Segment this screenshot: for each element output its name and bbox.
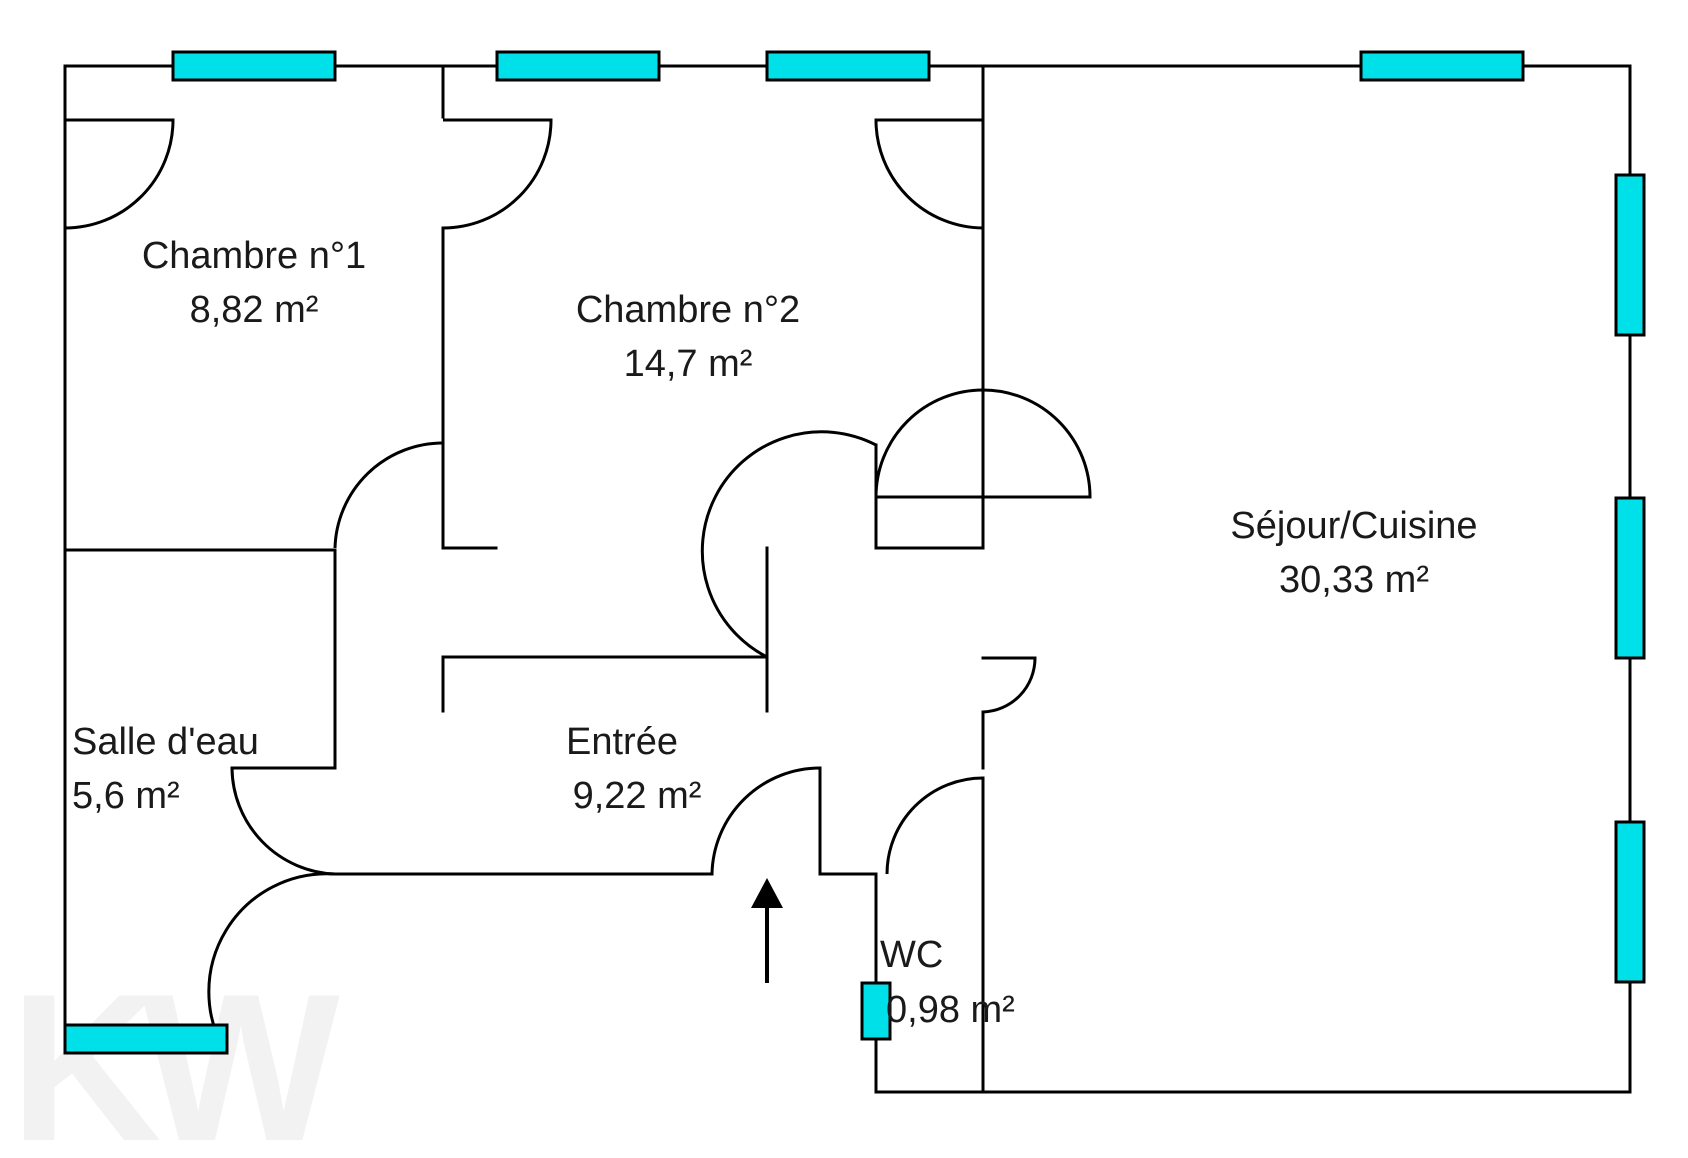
window-sejour-right-2 xyxy=(1614,496,1646,660)
window-sejour-right-1 xyxy=(1614,173,1646,337)
door-chambre-1-hall xyxy=(333,441,444,549)
window-wc xyxy=(860,981,892,1041)
room-name-entree: Entrée xyxy=(566,721,678,763)
door-salle-deau xyxy=(230,767,336,876)
window-sejour-top xyxy=(1359,50,1525,82)
door-sejour-top xyxy=(874,118,984,230)
room-name-chambre-1: Chambre n°1 xyxy=(142,235,366,277)
window-chambre-2-b xyxy=(765,50,931,82)
door-chambre-2-hall xyxy=(700,430,877,659)
door-entree xyxy=(710,766,821,875)
door-chambre-1 xyxy=(64,118,175,230)
room-name-wc: WC xyxy=(880,934,943,976)
interior-walls xyxy=(63,64,1092,1094)
entrance-arrow xyxy=(751,878,783,983)
door-wc xyxy=(885,776,984,875)
window-salle-deau xyxy=(63,1023,229,1055)
door-salle-deau-2 xyxy=(207,872,336,1054)
room-name-chambre-2: Chambre n°2 xyxy=(576,289,800,331)
window-chambre-2-a xyxy=(495,50,661,82)
window-sejour-right-3 xyxy=(1614,820,1646,984)
room-name-salle-deau: Salle d'eau xyxy=(72,721,259,763)
window-chambre-1 xyxy=(171,50,337,82)
room-area-chambre-1: 8,82 m² xyxy=(190,289,319,331)
room-area-entree: 9,22 m² xyxy=(573,775,702,817)
windows xyxy=(63,50,1646,1055)
door-sejour-small xyxy=(982,657,1037,714)
room-area-chambre-2: 14,7 m² xyxy=(624,343,753,385)
doors xyxy=(64,118,1092,1054)
door-chambre-2-top xyxy=(442,118,553,230)
room-name-sejour: Séjour/Cuisine xyxy=(1230,505,1477,547)
door-closet xyxy=(874,388,1092,498)
room-area-sejour: 30,33 m² xyxy=(1279,559,1429,601)
room-labels: Chambre n°1 8,82 m² Chambre n°2 14,7 m² … xyxy=(72,235,1478,1031)
room-area-salle-deau: 5,6 m² xyxy=(72,775,180,817)
room-area-wc: 0,98 m² xyxy=(886,989,1015,1031)
